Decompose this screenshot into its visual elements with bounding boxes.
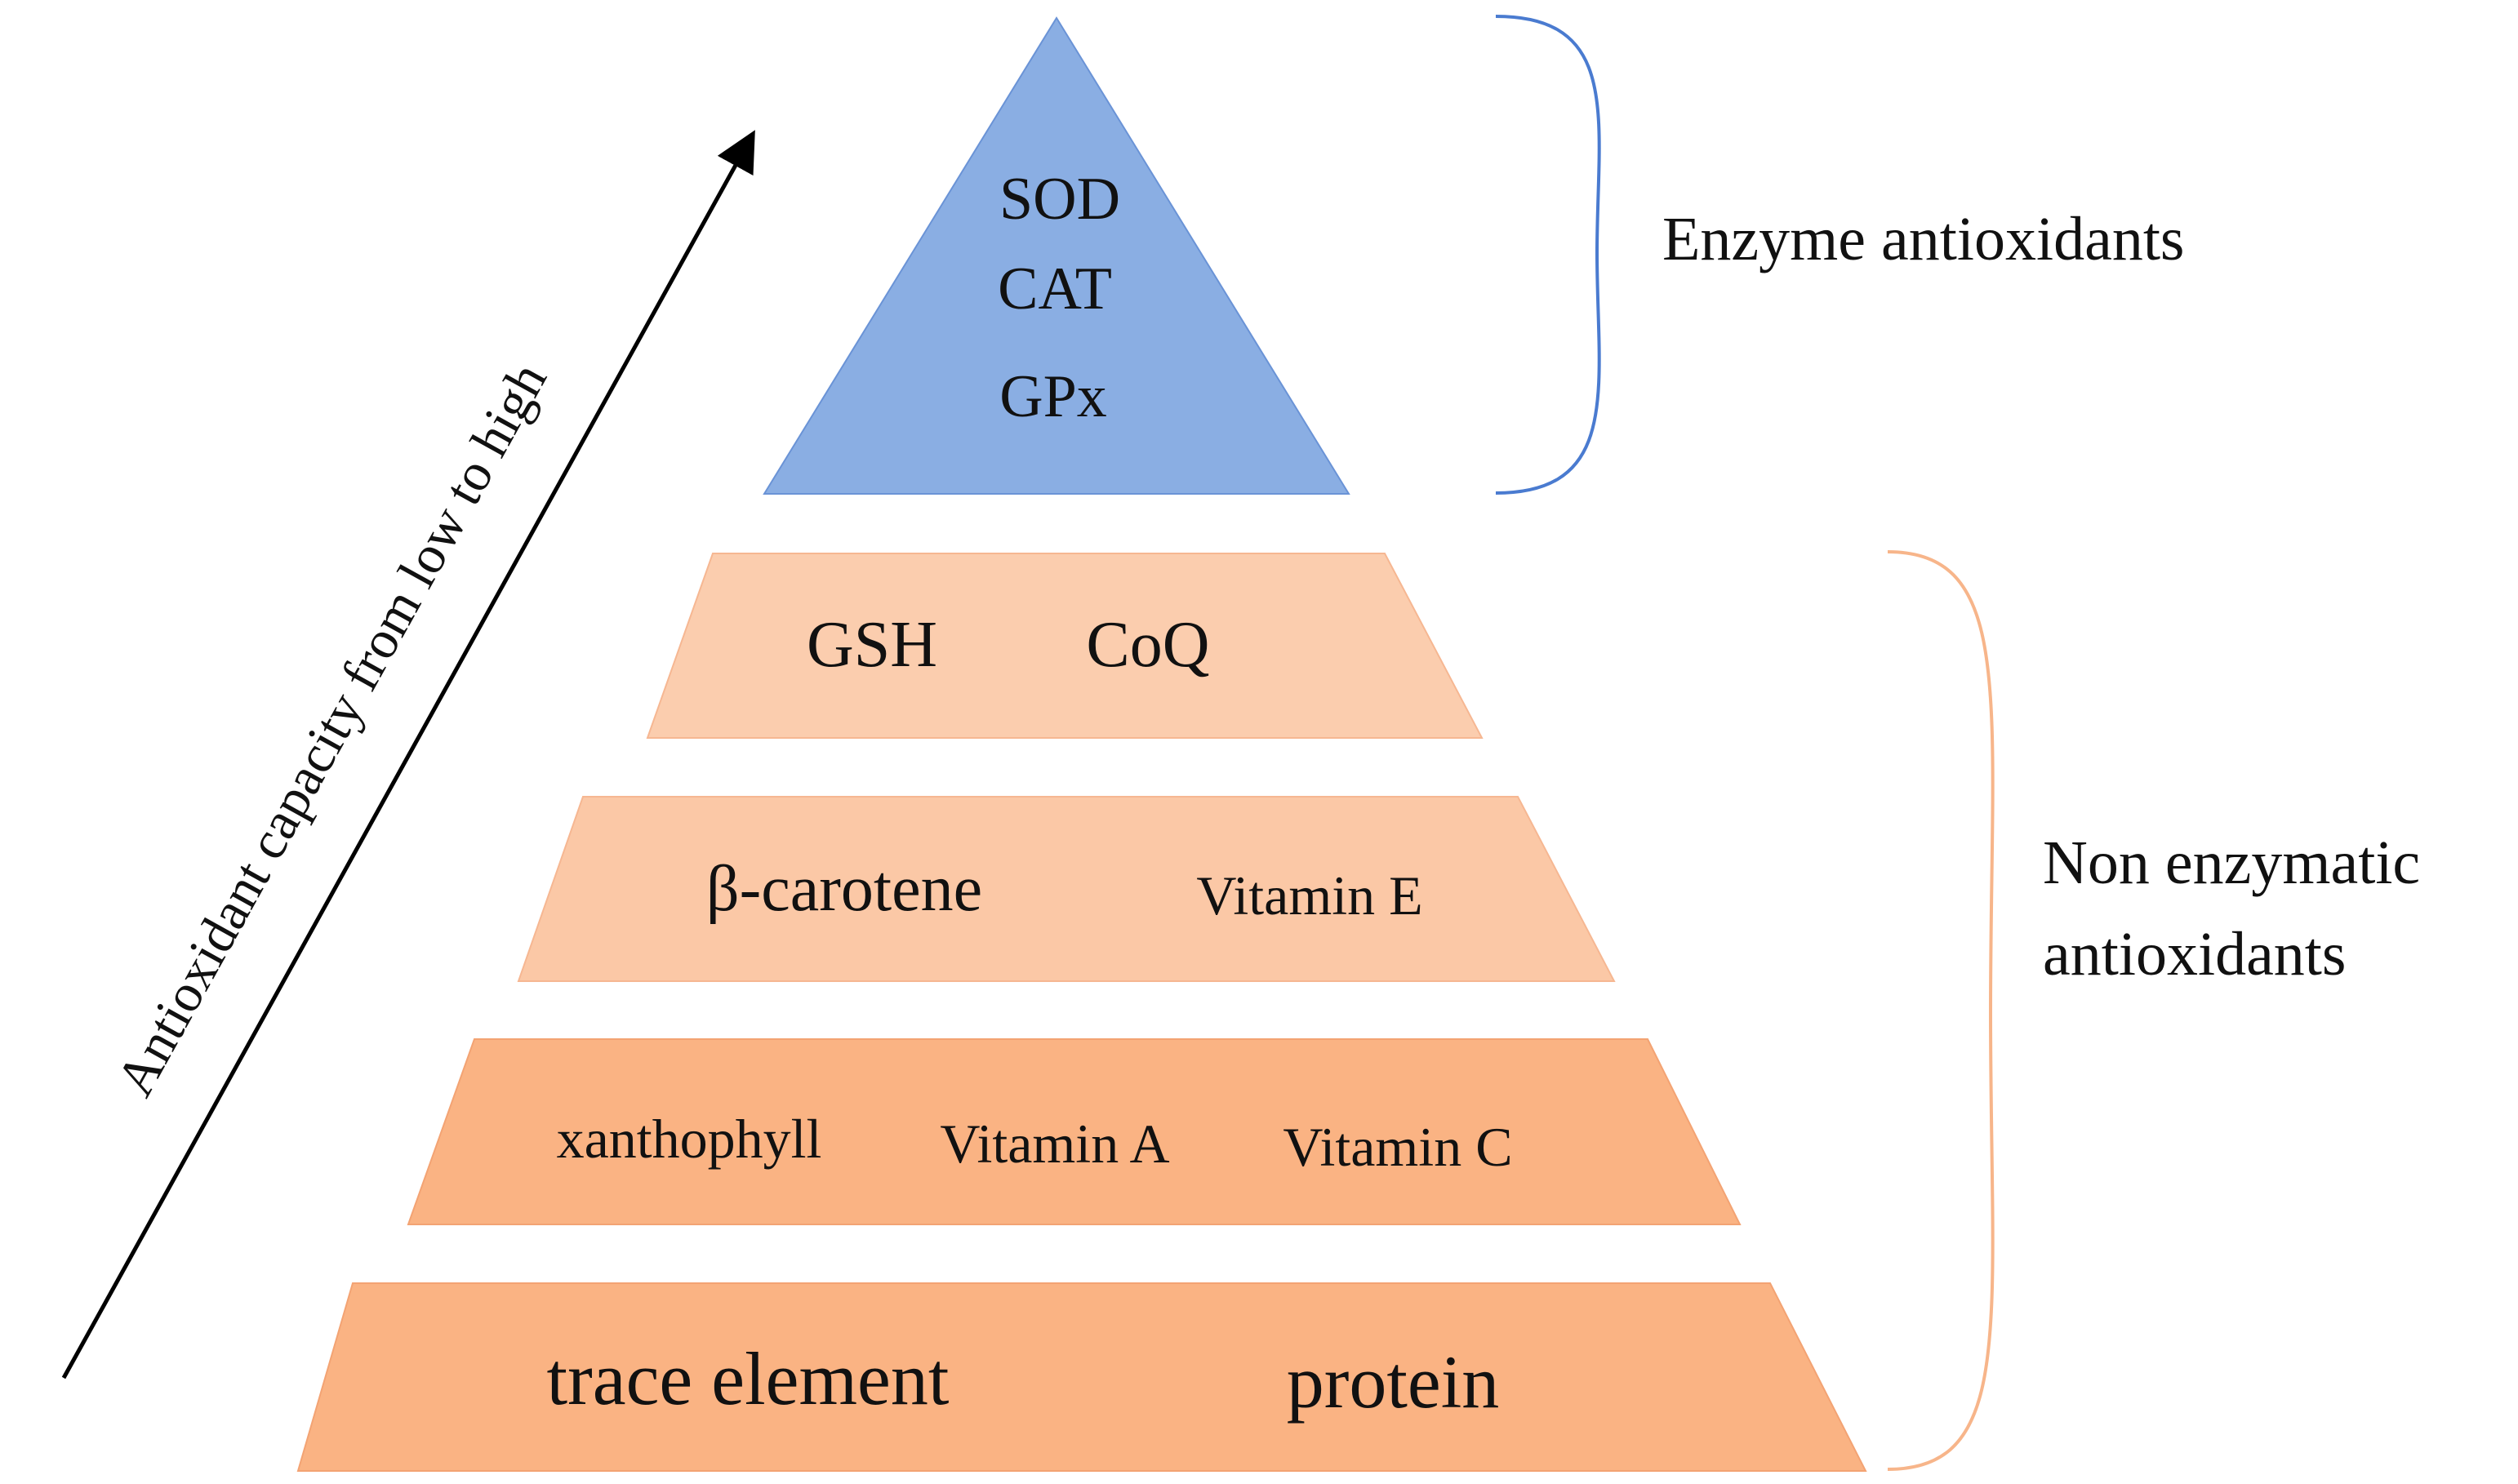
tier-item-xanthophyll: xanthophyll: [557, 1108, 822, 1170]
tier-item-vitamin-a: Vitamin A: [940, 1113, 1169, 1175]
capacity-arrow: [61, 130, 755, 1380]
tier-base: [296, 1282, 1867, 1472]
enzyme-item-sod: SOD: [999, 166, 1120, 233]
capacity-axis-label: Antioxidant capacity from low to high: [105, 353, 558, 1106]
tier-carotene-vitamin-e: [517, 796, 1616, 982]
tier-item-beta-carotene: β-carotene: [706, 853, 982, 925]
enzyme-tier-triangle: [763, 16, 1350, 495]
tier-vitamins: [407, 1038, 1742, 1225]
tier-item-gsh: GSH: [807, 609, 937, 681]
enzyme-group-bracket: [1495, 15, 1601, 495]
tier-item-vitamin-e: Vitamin E: [1196, 864, 1422, 926]
non-enzymatic-group-bracket: [1887, 550, 1995, 1471]
enzyme-item-cat: CAT: [998, 255, 1112, 322]
tier-item-trace-element: trace element: [547, 1337, 950, 1420]
enzyme-item-gpx: GPx: [999, 363, 1107, 430]
non-enzymatic-group-label-line1: Non enzymatic: [2043, 829, 2420, 897]
tier-gsh-coq: [646, 553, 1484, 739]
tier-item-vitamin-c: Vitamin C: [1283, 1116, 1512, 1178]
non-enzymatic-group-label-line2: antioxidants: [2043, 920, 2347, 989]
tier-item-protein: protein: [1287, 1340, 1500, 1424]
enzyme-group-label: Enzyme antioxidants: [1662, 205, 2185, 273]
tier-item-coq: CoQ: [1086, 609, 1209, 681]
